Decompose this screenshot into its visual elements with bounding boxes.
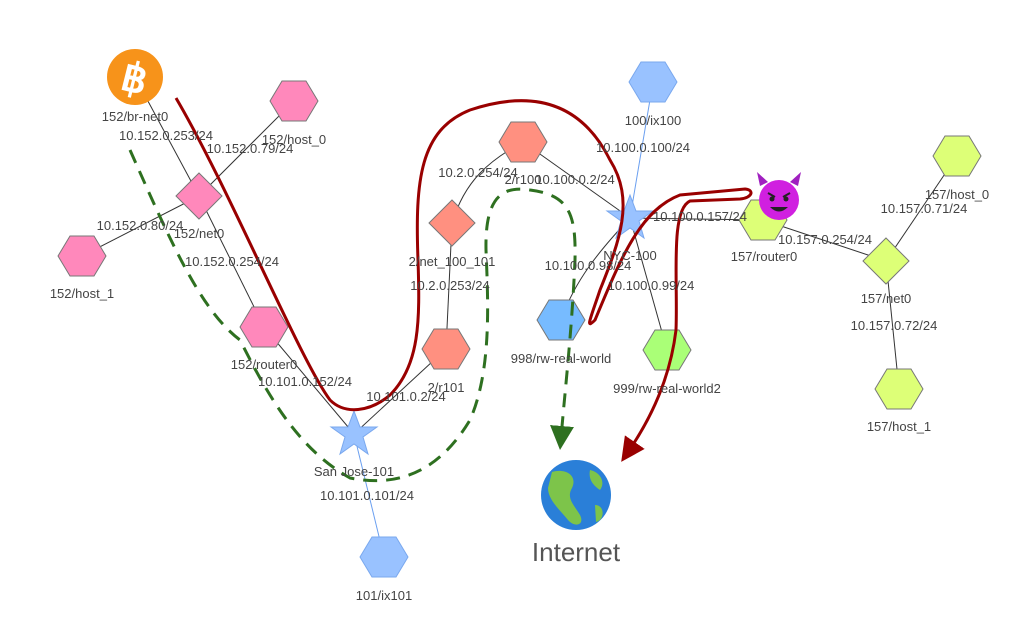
ip-label: 10.152.0.254/24 xyxy=(185,254,279,269)
link xyxy=(81,195,200,257)
node-label: 2/r100 xyxy=(505,172,542,187)
node-152-router0[interactable] xyxy=(239,306,289,348)
ip-label: 10.157.0.254/24 xyxy=(778,232,872,247)
node-label: 157/net0 xyxy=(861,291,912,306)
node-2-r101[interactable] xyxy=(421,328,471,370)
ip-label: 10.157.0.71/24 xyxy=(881,201,968,216)
node-label: 152/host_1 xyxy=(50,286,114,301)
ip-label: 10.100.0.100/24 xyxy=(596,140,690,155)
attack-path xyxy=(174,97,753,462)
node-2-r100[interactable] xyxy=(498,121,548,163)
node-label: 152/router0 xyxy=(231,357,298,372)
node-152-net0[interactable] xyxy=(175,172,223,220)
node-998-rw[interactable] xyxy=(536,299,586,341)
globe-icon xyxy=(541,460,611,530)
node-152-host0[interactable] xyxy=(269,80,319,122)
link xyxy=(629,217,668,351)
node-101-ix101[interactable] xyxy=(359,536,409,578)
link xyxy=(198,100,295,197)
ip-label: 10.2.0.253/24 xyxy=(410,278,490,293)
ip-label: 10.157.0.72/24 xyxy=(851,318,938,333)
link xyxy=(263,326,355,435)
ip-label: 10.152.0.253/24 xyxy=(119,128,213,143)
node-157-net0[interactable] xyxy=(862,237,910,285)
node-san-jose-star[interactable] xyxy=(329,409,379,456)
node-157-host0[interactable] xyxy=(932,135,982,177)
link xyxy=(198,195,265,328)
link xyxy=(629,81,654,219)
node-label: NYC-100 xyxy=(603,248,656,263)
devil-icon xyxy=(757,172,801,220)
node-label: 2/r101 xyxy=(428,380,465,395)
node-label: 100/ix100 xyxy=(625,113,681,128)
node-label: 152/host_0 xyxy=(262,132,326,147)
node-label: 101/ix101 xyxy=(356,588,412,603)
ip-label: 10.101.0.101/24 xyxy=(320,488,414,503)
link xyxy=(762,219,887,262)
ip-label: 10.152.0.79/24 xyxy=(207,141,294,156)
node-nyc-star[interactable] xyxy=(605,193,655,240)
node-label: 157/host_0 xyxy=(925,187,989,202)
ip-label: 10.100.0.157/24 xyxy=(653,209,747,224)
node-label: 157/host_1 xyxy=(867,419,931,434)
node-label: 152/br-net0 xyxy=(102,109,169,124)
ip-label: 10.100.0.98/24 xyxy=(545,258,632,273)
node-label: 999/rw-real-world2 xyxy=(613,381,721,396)
ip-label: 10.101.0.152/24 xyxy=(258,374,352,389)
ip-label: 10.100.0.99/24 xyxy=(608,278,695,293)
node-2-net-100-101[interactable] xyxy=(428,199,476,247)
node-label: 2/net_100_101 xyxy=(409,254,496,269)
internet-label: Internet xyxy=(532,537,621,567)
ip-label: 10.152.0.80/24 xyxy=(97,218,184,233)
ip-label: 10.101.0.2/24 xyxy=(366,389,446,404)
link xyxy=(522,141,631,219)
ip-label: 10.2.0.254/24 xyxy=(438,165,518,180)
node-label: 152/net0 xyxy=(174,226,225,241)
bitcoin-icon[interactable]: ฿ xyxy=(107,49,163,105)
node-999-rw2[interactable] xyxy=(642,329,692,371)
node-label: San Jose-101 xyxy=(314,464,394,479)
node-label: 157/router0 xyxy=(731,249,798,264)
ip-label: 10.100.0.2/24 xyxy=(535,172,615,187)
node-label: 998/rw-real-world xyxy=(511,351,611,366)
node-100-ix100[interactable] xyxy=(628,61,678,103)
node-152-host1[interactable] xyxy=(57,235,107,277)
node-157-host1[interactable] xyxy=(874,368,924,410)
